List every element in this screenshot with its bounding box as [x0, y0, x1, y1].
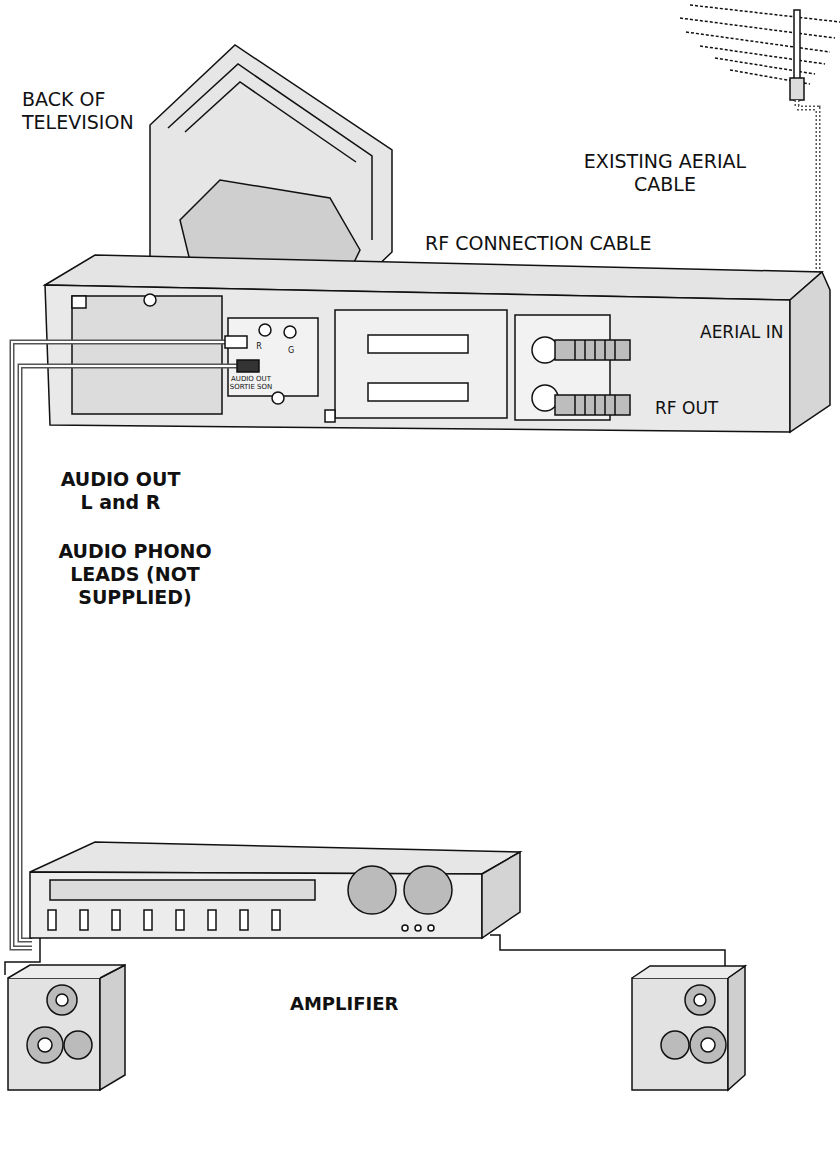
speaker	[632, 966, 745, 1090]
connector-label: AUDIO OUT L and R	[58, 468, 183, 514]
aerial-plugs	[555, 340, 630, 415]
panel-label: AUDIO OUT SORTIE SON	[228, 375, 274, 392]
aerial	[680, 5, 840, 84]
cable-label: EXISTING AERIAL CABLE	[570, 150, 760, 196]
socket-label: RF OUT	[655, 398, 745, 418]
lead-label: AUDIO PHONO LEADS (NOT SUPPLIED)	[40, 540, 230, 608]
socket-label: AERIAL IN	[700, 322, 830, 342]
device-label: AMPLIFIER	[290, 993, 490, 1015]
amplifier	[30, 842, 520, 938]
cable-label: RF CONNECTION CABLE	[425, 232, 725, 255]
aerial-box	[790, 78, 804, 100]
speaker	[8, 965, 125, 1090]
socket-letter: G	[286, 346, 296, 356]
socket-letter: R	[254, 342, 264, 352]
device-label: BACK OF TELEVISION	[22, 88, 172, 134]
